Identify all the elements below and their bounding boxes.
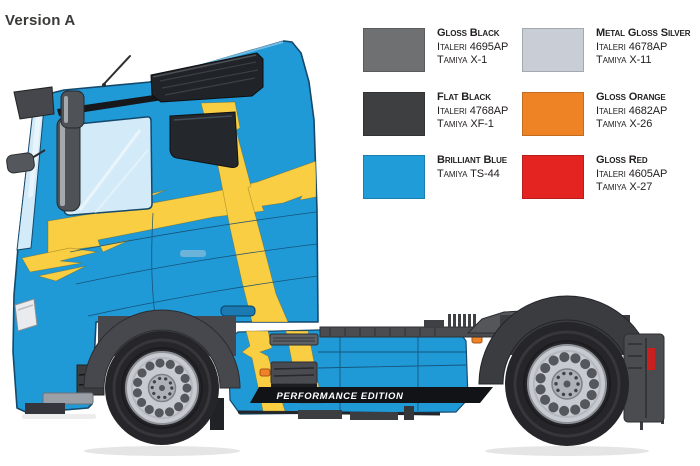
paint-name: Gloss Black — [437, 27, 500, 39]
paint-code: Italeri 4695AP — [437, 40, 509, 53]
front-wheel — [105, 331, 219, 445]
paint-code: Italeri 4682AP — [596, 104, 668, 117]
cab-panel-seams — [69, 211, 319, 323]
ground-shadow — [22, 414, 649, 456]
legend-entry: Metal Gloss Silver Italeri 4678AP Tamiya… — [596, 27, 700, 68]
quarter-window — [169, 111, 239, 168]
skirt-step-box — [269, 333, 319, 388]
legend-entry: Gloss Black Italeri 4695AP Tamiya X-1 — [437, 27, 547, 68]
rear-wheel — [505, 322, 629, 446]
paint-code: Tamiya X-26 — [596, 118, 653, 130]
main-mirror — [56, 116, 81, 212]
performance-stripe-text: PERFORMANCE EDITION — [277, 391, 405, 402]
door-handle — [220, 305, 256, 317]
paint-name: Flat Black — [437, 91, 491, 103]
paint-code: Tamiya X-11 — [596, 54, 652, 66]
side-marker-light — [259, 368, 271, 377]
legend-entry: Gloss Red Italeri 4605AP Tamiya X-27 — [596, 154, 700, 195]
color-swatch — [522, 155, 584, 199]
paint-name: Gloss Red — [596, 154, 648, 166]
wide-angle-mirror — [6, 149, 46, 174]
rear-light-cluster — [623, 333, 665, 430]
color-swatch — [363, 92, 425, 136]
color-swatch — [522, 28, 584, 72]
paint-code: Tamiya TS-44 — [437, 167, 500, 180]
door-badge — [180, 250, 206, 257]
headlight — [14, 298, 38, 332]
paint-code: Tamiya X-27 — [596, 181, 653, 193]
paint-code: Tamiya X-1 — [437, 54, 488, 66]
legend-entry: Flat Black Italeri 4768AP Tamiya XF-1 — [437, 91, 547, 132]
paint-name: Gloss Orange — [596, 91, 666, 103]
color-swatch — [363, 28, 425, 72]
tail-light — [647, 348, 655, 370]
color-swatch — [522, 92, 584, 136]
sun-visor — [13, 86, 55, 120]
page-title: Version A — [5, 12, 76, 29]
upper-mirror — [60, 90, 85, 129]
color-swatch — [363, 155, 425, 199]
antenna — [102, 55, 131, 87]
legend-entry: Gloss Orange Italeri 4682AP Tamiya X-26 — [596, 91, 700, 132]
legend-entry: Brilliant Blue Tamiya TS-44 — [437, 154, 547, 181]
paint-name: Metal Gloss Silver — [596, 27, 691, 39]
paint-name: Brilliant Blue — [437, 154, 507, 166]
air-filter-fins — [448, 314, 476, 327]
performance-stripe: PERFORMANCE EDITION — [250, 387, 493, 403]
roof-spoiler — [150, 52, 264, 103]
paint-code: Italeri 4678AP — [596, 40, 668, 53]
paint-code: Tamiya XF-1 — [437, 118, 494, 130]
paint-code: Italeri 4605AP — [596, 167, 668, 180]
paint-code: Italeri 4768AP — [437, 104, 509, 117]
